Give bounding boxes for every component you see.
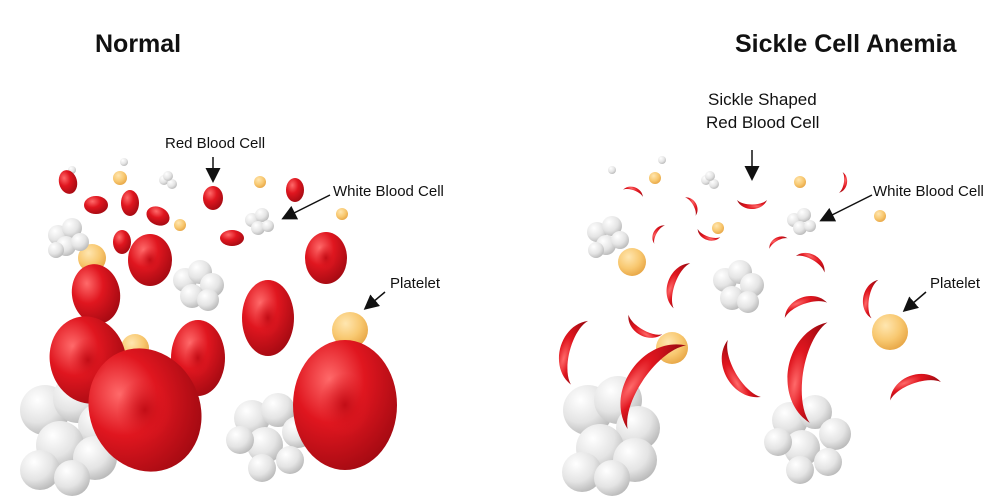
platelet <box>254 176 266 188</box>
label-white-blood-cell-sickle: White Blood Cell <box>873 183 984 200</box>
arrow <box>281 194 331 220</box>
sickle-title: Sickle Cell Anemia <box>735 30 957 58</box>
white-blood-cell <box>562 376 660 496</box>
platelet <box>872 314 908 350</box>
white-blood-cell <box>245 208 274 235</box>
label-red-blood-cell: Red Blood Cell <box>165 135 266 152</box>
platelet <box>113 171 127 185</box>
platelet <box>336 208 348 220</box>
normal-panel <box>20 157 397 496</box>
white-blood-cell <box>764 395 851 484</box>
arrow <box>363 291 386 310</box>
label-white-blood-cell: White Blood Cell <box>333 183 444 200</box>
label-platelet: Platelet <box>390 275 441 292</box>
white-blood-cell <box>48 218 89 258</box>
platelet <box>332 312 368 348</box>
arrow <box>819 194 873 222</box>
platelet <box>712 222 724 234</box>
normal-title: Normal <box>95 30 182 58</box>
label-sickle-line1: Sickle Shaped <box>708 90 817 109</box>
white-blood-cell <box>713 260 764 313</box>
sickle-panel <box>551 150 941 496</box>
platelet <box>618 248 646 276</box>
label-platelet-sickle: Platelet <box>930 275 981 292</box>
white-blood-cell <box>173 260 224 311</box>
white-blood-cell <box>68 158 177 189</box>
white-blood-cell <box>608 156 719 189</box>
platelet <box>649 172 661 184</box>
label-sickle-line2: Red Blood Cell <box>706 113 820 132</box>
white-blood-cell <box>587 216 629 258</box>
platelet <box>174 219 186 231</box>
arrow <box>902 291 927 312</box>
platelet <box>794 176 806 188</box>
white-blood-cell <box>787 208 816 235</box>
platelet <box>874 210 886 222</box>
